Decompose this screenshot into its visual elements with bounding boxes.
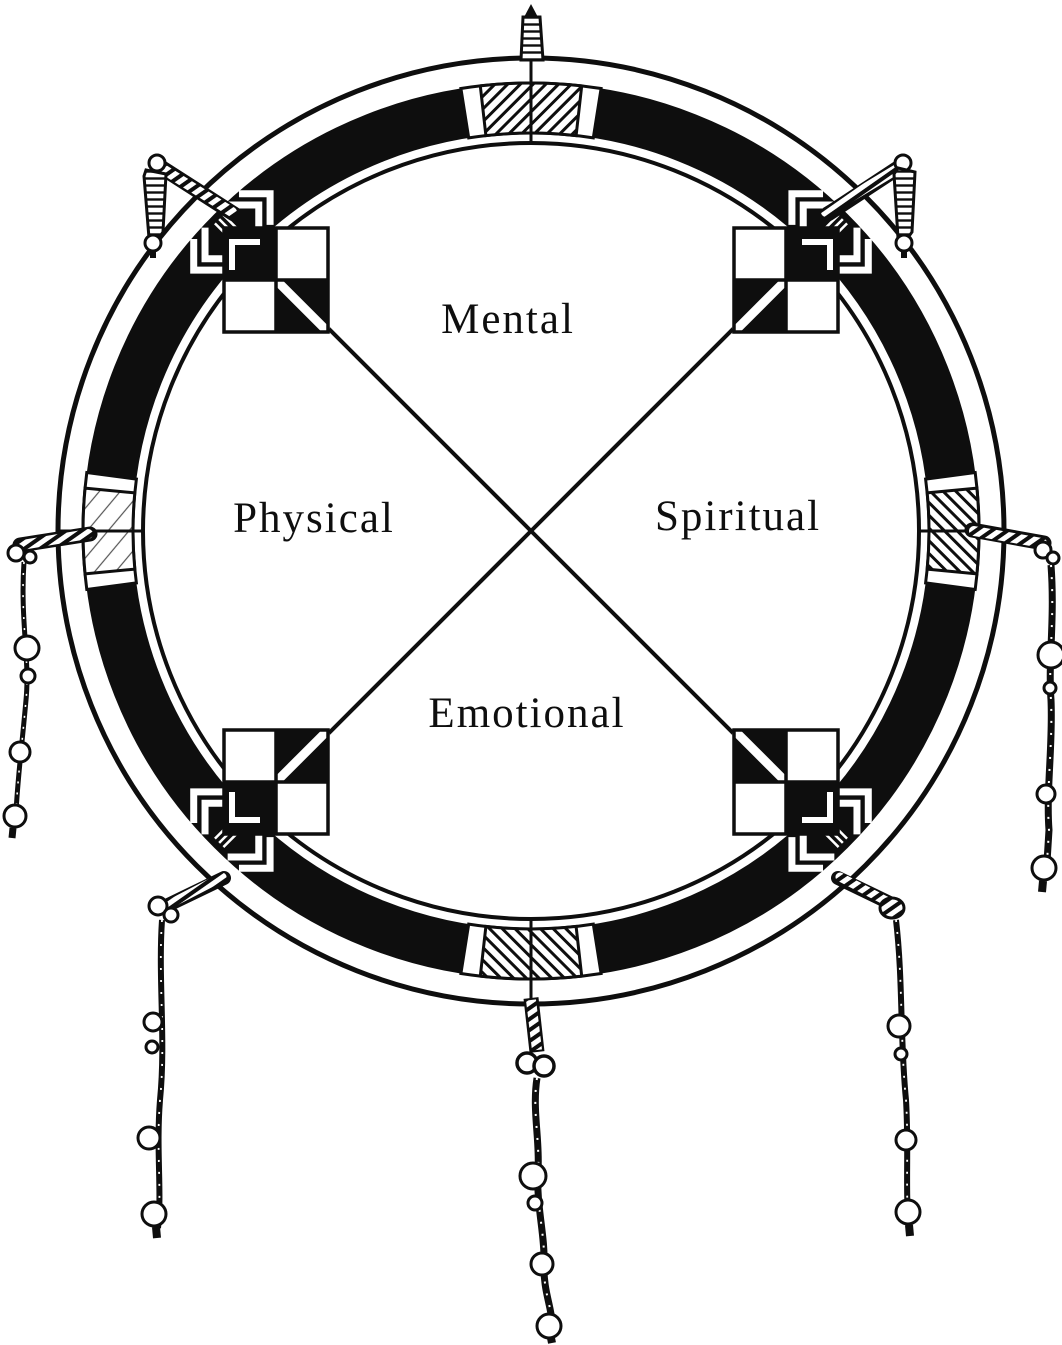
se-bead-strand-icon [831,871,922,1237]
nw-feather-icon [142,153,242,258]
quadrant-label-emotional: Emotional [428,690,625,737]
corner-motif-ne [731,226,840,335]
ne-feather-icon [820,153,917,258]
right-bead-strand-icon [964,522,1062,893]
quadrant-label-mental: Mental [441,296,575,343]
corner-motif-sw [222,727,331,836]
sw-bead-strand-icon [136,871,231,1239]
corner-motif-nw [222,226,331,335]
top-feather-icon [519,4,545,62]
bottom-cord-icon [515,997,563,1344]
quadrant-label-spiritual: Spiritual [655,493,821,540]
corner-motif-se [731,727,840,836]
quadrant-label-physical: Physical [233,495,395,542]
left-bead-strand-icon [2,526,98,839]
wheel-ring [55,55,1007,1007]
